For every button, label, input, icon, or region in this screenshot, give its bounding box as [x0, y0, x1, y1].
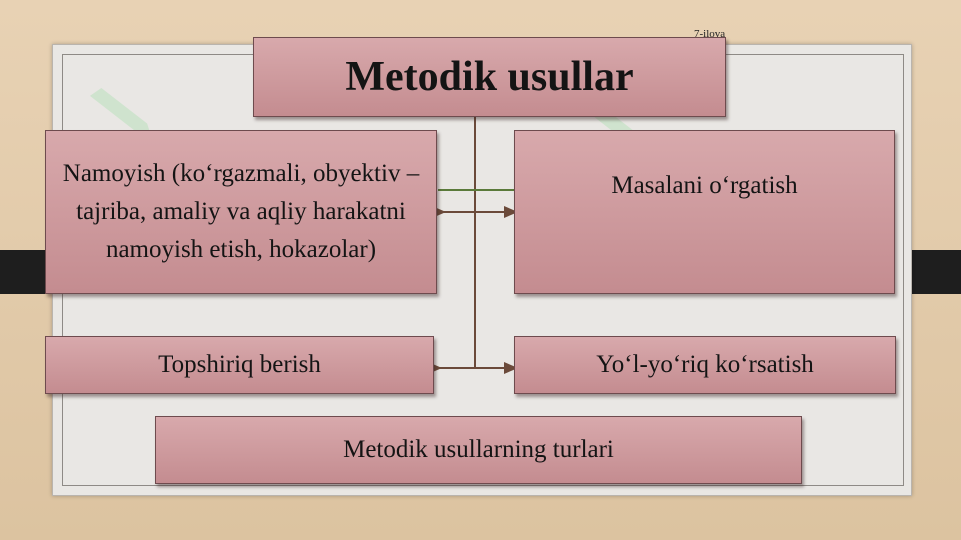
title-box: Metodik usullar: [253, 37, 726, 117]
namoyish-box: Namoyish (ko‘rgazmali, obyektiv – tajrib…: [45, 130, 437, 294]
right-dark-band: [905, 250, 961, 294]
turlari-box: Metodik usullarning turlari: [155, 416, 802, 484]
masala-box: Masalani o‘rgatish: [514, 130, 895, 294]
left-dark-band: [0, 250, 50, 294]
yol-yoriq-box: Yo‘l-yo‘riq ko‘rsatish: [514, 336, 896, 394]
topshiriq-box: Topshiriq berish: [45, 336, 434, 394]
